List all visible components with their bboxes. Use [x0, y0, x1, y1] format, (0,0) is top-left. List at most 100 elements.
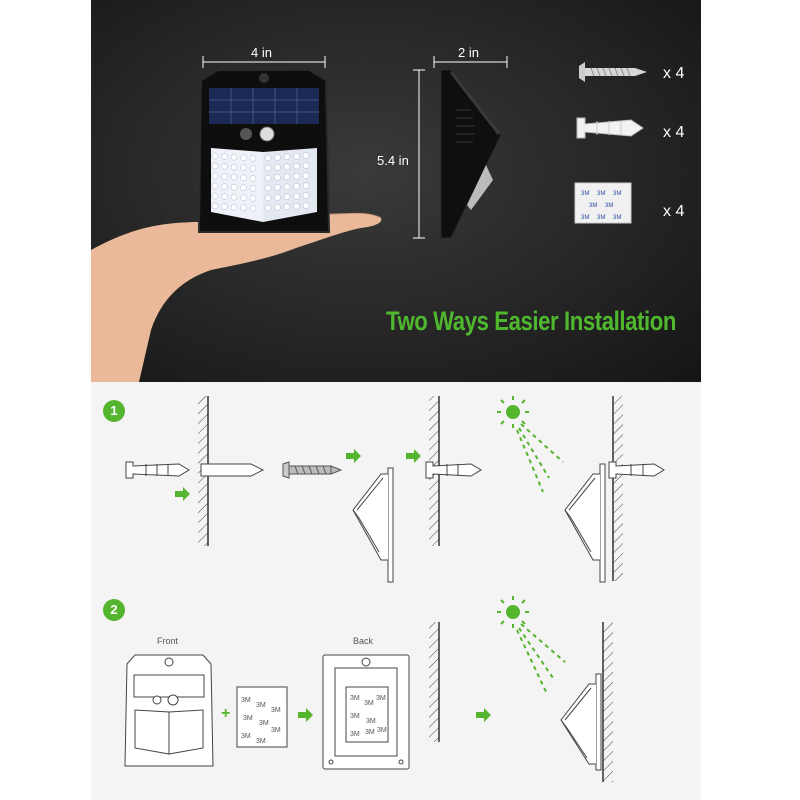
light-mount-1-icon	[352, 467, 394, 583]
led-dot	[230, 153, 238, 161]
led-dot	[221, 193, 228, 200]
led-dot	[264, 194, 272, 202]
svg-text:3M: 3M	[350, 713, 360, 720]
svg-text:3M: 3M	[377, 727, 387, 734]
led-dot	[230, 163, 238, 171]
led-dot	[230, 193, 238, 201]
led-dot	[240, 164, 247, 172]
led-dot	[240, 174, 247, 182]
light-back-view-icon	[322, 654, 410, 770]
led-dot	[249, 155, 257, 162]
screw-icon	[579, 62, 647, 82]
plus-sign: +	[221, 705, 231, 722]
led-dot	[293, 192, 300, 200]
wall-4-icon	[429, 622, 440, 742]
led-dot	[302, 152, 310, 159]
svg-text:3M: 3M	[256, 738, 266, 745]
led-dot	[293, 162, 300, 170]
svg-text:3M: 3M	[376, 695, 386, 702]
width-dimension-label: 4 in	[251, 45, 272, 60]
svg-text:3M: 3M	[364, 700, 374, 707]
led-dot	[274, 184, 281, 191]
led-dot	[211, 172, 219, 180]
led-dot	[264, 204, 272, 212]
led-dot	[249, 195, 257, 202]
pad-qty: x 4	[663, 203, 685, 220]
led-dot	[274, 154, 281, 161]
svg-text:3M: 3M	[581, 191, 589, 197]
led-dot	[240, 194, 247, 202]
led-dot	[221, 163, 228, 170]
led-dot	[230, 203, 238, 211]
front-label: Front	[157, 636, 179, 646]
led-dot	[274, 194, 281, 201]
svg-text:3M: 3M	[597, 191, 605, 197]
solar-light-side	[440, 69, 502, 239]
led-dot	[221, 153, 228, 160]
sun-2-icon	[497, 596, 529, 628]
led-dot	[302, 182, 310, 189]
screw-step1-icon	[282, 461, 343, 479]
led-dot	[249, 185, 257, 192]
led-dot	[211, 162, 219, 170]
light-front-view-icon	[124, 654, 214, 767]
light-mount-3-icon	[560, 673, 602, 771]
led-dot	[274, 174, 281, 181]
led-dot	[293, 182, 300, 190]
led-dot	[211, 202, 219, 210]
anchor-step1-icon	[125, 461, 190, 479]
svg-text:3M: 3M	[259, 720, 269, 727]
led-dot	[240, 184, 247, 192]
led-dot	[230, 183, 238, 191]
svg-text:3M: 3M	[243, 715, 253, 722]
led-dot	[302, 192, 310, 199]
screw-qty: x 4	[663, 65, 685, 82]
led-dot	[211, 152, 219, 160]
led-dot	[211, 192, 219, 200]
led-dot	[249, 205, 257, 212]
back-label: Back	[353, 636, 374, 646]
led-dot	[264, 154, 272, 162]
led-dot	[302, 202, 310, 209]
svg-text:3M: 3M	[589, 203, 597, 209]
svg-text:3M: 3M	[271, 707, 281, 714]
led-dot	[293, 202, 300, 210]
svg-text:3M: 3M	[366, 718, 376, 725]
svg-text:3M: 3M	[613, 215, 621, 221]
headline: Two Ways Easier Installation	[386, 306, 676, 336]
depth-dimension-label: 2 in	[458, 45, 479, 60]
wall-5-icon	[602, 622, 613, 782]
wall-3-icon	[612, 396, 623, 581]
sunlight-rays-icon	[516, 423, 564, 493]
led-dot	[249, 175, 257, 182]
led-dot	[274, 204, 281, 211]
led-dot	[283, 153, 291, 161]
height-dimension-label: 5.4 in	[377, 153, 409, 168]
light-mount-2-icon	[564, 461, 665, 583]
led-dot	[283, 183, 291, 191]
arrows-step2	[298, 708, 491, 722]
svg-text:3M: 3M	[365, 729, 375, 736]
anchor-in-wall-icon	[425, 461, 482, 479]
anchor-qty: x 4	[663, 124, 685, 141]
svg-text:3M: 3M	[241, 733, 251, 740]
svg-text:3M: 3M	[256, 702, 266, 709]
led-dot	[264, 184, 272, 192]
led-dot	[274, 164, 281, 171]
led-dot	[293, 152, 300, 160]
wall-anchor-icon	[576, 117, 644, 139]
svg-text:3M: 3M	[597, 215, 605, 221]
solar-light-front	[197, 69, 331, 233]
svg-text:3M: 3M	[350, 731, 360, 738]
led-dot	[249, 165, 257, 172]
led-dot	[264, 174, 272, 182]
led-dot	[240, 154, 247, 162]
svg-text:3M: 3M	[605, 203, 613, 209]
svg-text:3M: 3M	[241, 697, 251, 704]
led-dot	[230, 173, 238, 181]
led-dot	[302, 162, 310, 169]
